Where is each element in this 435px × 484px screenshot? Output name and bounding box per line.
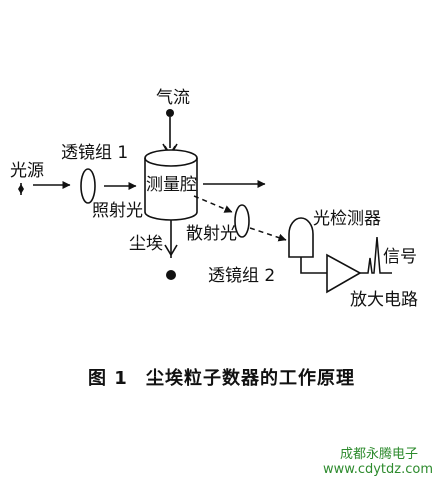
lens-group-1-icon	[80, 168, 96, 204]
watermark-url: www.cdytdz.com	[323, 462, 433, 477]
photodetector-icon	[288, 217, 314, 258]
airflow-inlet	[162, 109, 178, 158]
dust-label: 尘埃	[129, 234, 163, 254]
wire-detector-to-amplifier	[300, 257, 327, 274]
amplifier-circuit-label: 放大电路	[350, 290, 418, 310]
watermark-name: 成都永腾电子	[340, 447, 419, 462]
measuring-chamber-label: 测量腔	[146, 175, 197, 195]
signal-label: 信号	[383, 247, 417, 267]
light-source-icon	[18, 183, 24, 195]
scattered-light-label: 散射光	[186, 224, 237, 244]
lens-group-2-icon	[234, 204, 250, 238]
airflow-label: 气流	[156, 88, 190, 108]
figure-number: 图 1	[88, 368, 128, 389]
photodetector-label: 光检测器	[313, 209, 381, 229]
measuring-chamber-cylinder	[144, 149, 198, 221]
dust-outlet	[164, 220, 178, 280]
illuminating-light-label: 照射光	[92, 201, 143, 221]
arrow-lens2-to-detector	[249, 227, 287, 242]
lens-group-2-label: 透镜组 2	[208, 266, 276, 286]
amplifier-triangle-icon	[326, 253, 362, 294]
light-source-label: 光源	[10, 161, 44, 181]
lens-group-1-label: 透镜组 1	[61, 143, 129, 163]
figure-caption: 尘埃粒子数器的工作原理	[146, 368, 355, 389]
signal-waveform-icon	[360, 236, 392, 274]
arrow-scattered-light	[193, 195, 233, 213]
